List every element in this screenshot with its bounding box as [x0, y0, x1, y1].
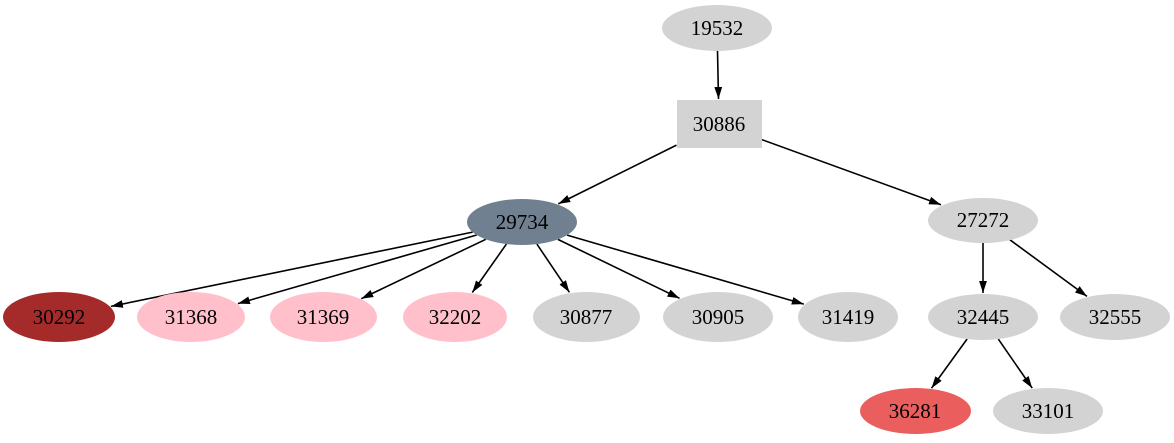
node-30886: 30886 [676, 100, 762, 148]
node-30905: 30905 [663, 292, 773, 342]
node-label: 31369 [296, 304, 350, 329]
node-label: 30877 [559, 304, 613, 329]
edge-29734-31369 [360, 238, 487, 300]
edge-29734-31419 [566, 234, 805, 305]
node-label: 30905 [691, 304, 745, 329]
node-32555: 32555 [1060, 294, 1170, 340]
edge-30886-29734 [557, 144, 677, 205]
node-30877: 30877 [532, 292, 640, 342]
node-33101: 33101 [993, 388, 1103, 434]
node-31368: 31368 [137, 292, 245, 342]
node-label: 31368 [164, 304, 218, 329]
edge-27272-32555 [1009, 239, 1088, 298]
edge-32445-33101 [997, 338, 1033, 389]
node-label: 30292 [32, 304, 86, 329]
node-31369: 31369 [269, 292, 377, 342]
node-label: 27272 [956, 207, 1010, 232]
node-label: 31419 [821, 304, 875, 329]
node-36281: 36281 [859, 388, 971, 434]
node-label: 33101 [1021, 398, 1075, 423]
node-31419: 31419 [798, 292, 898, 342]
node-label: 32202 [428, 304, 482, 329]
edge-29734-30877 [536, 243, 571, 293]
node-label: 29734 [495, 209, 549, 234]
node-29734: 29734 [467, 199, 577, 245]
node-label: 30886 [692, 111, 746, 136]
edge-19532-30886 [714, 50, 723, 100]
edge-30886-27272 [761, 138, 942, 206]
edge-29734-31368 [237, 234, 477, 305]
edge-32445-36281 [930, 338, 968, 389]
node-label: 19532 [690, 15, 744, 40]
node-27272: 27272 [928, 197, 1038, 243]
node-32445: 32445 [928, 294, 1038, 340]
edge-29734-30905 [557, 238, 680, 300]
edge-29734-32202 [471, 243, 508, 293]
node-label: 36281 [888, 398, 942, 423]
node-30292: 30292 [3, 292, 115, 342]
node-label: 32445 [956, 304, 1010, 329]
node-label: 32555 [1088, 304, 1142, 329]
node-32202: 32202 [403, 292, 507, 342]
node-19532: 19532 [662, 5, 772, 51]
